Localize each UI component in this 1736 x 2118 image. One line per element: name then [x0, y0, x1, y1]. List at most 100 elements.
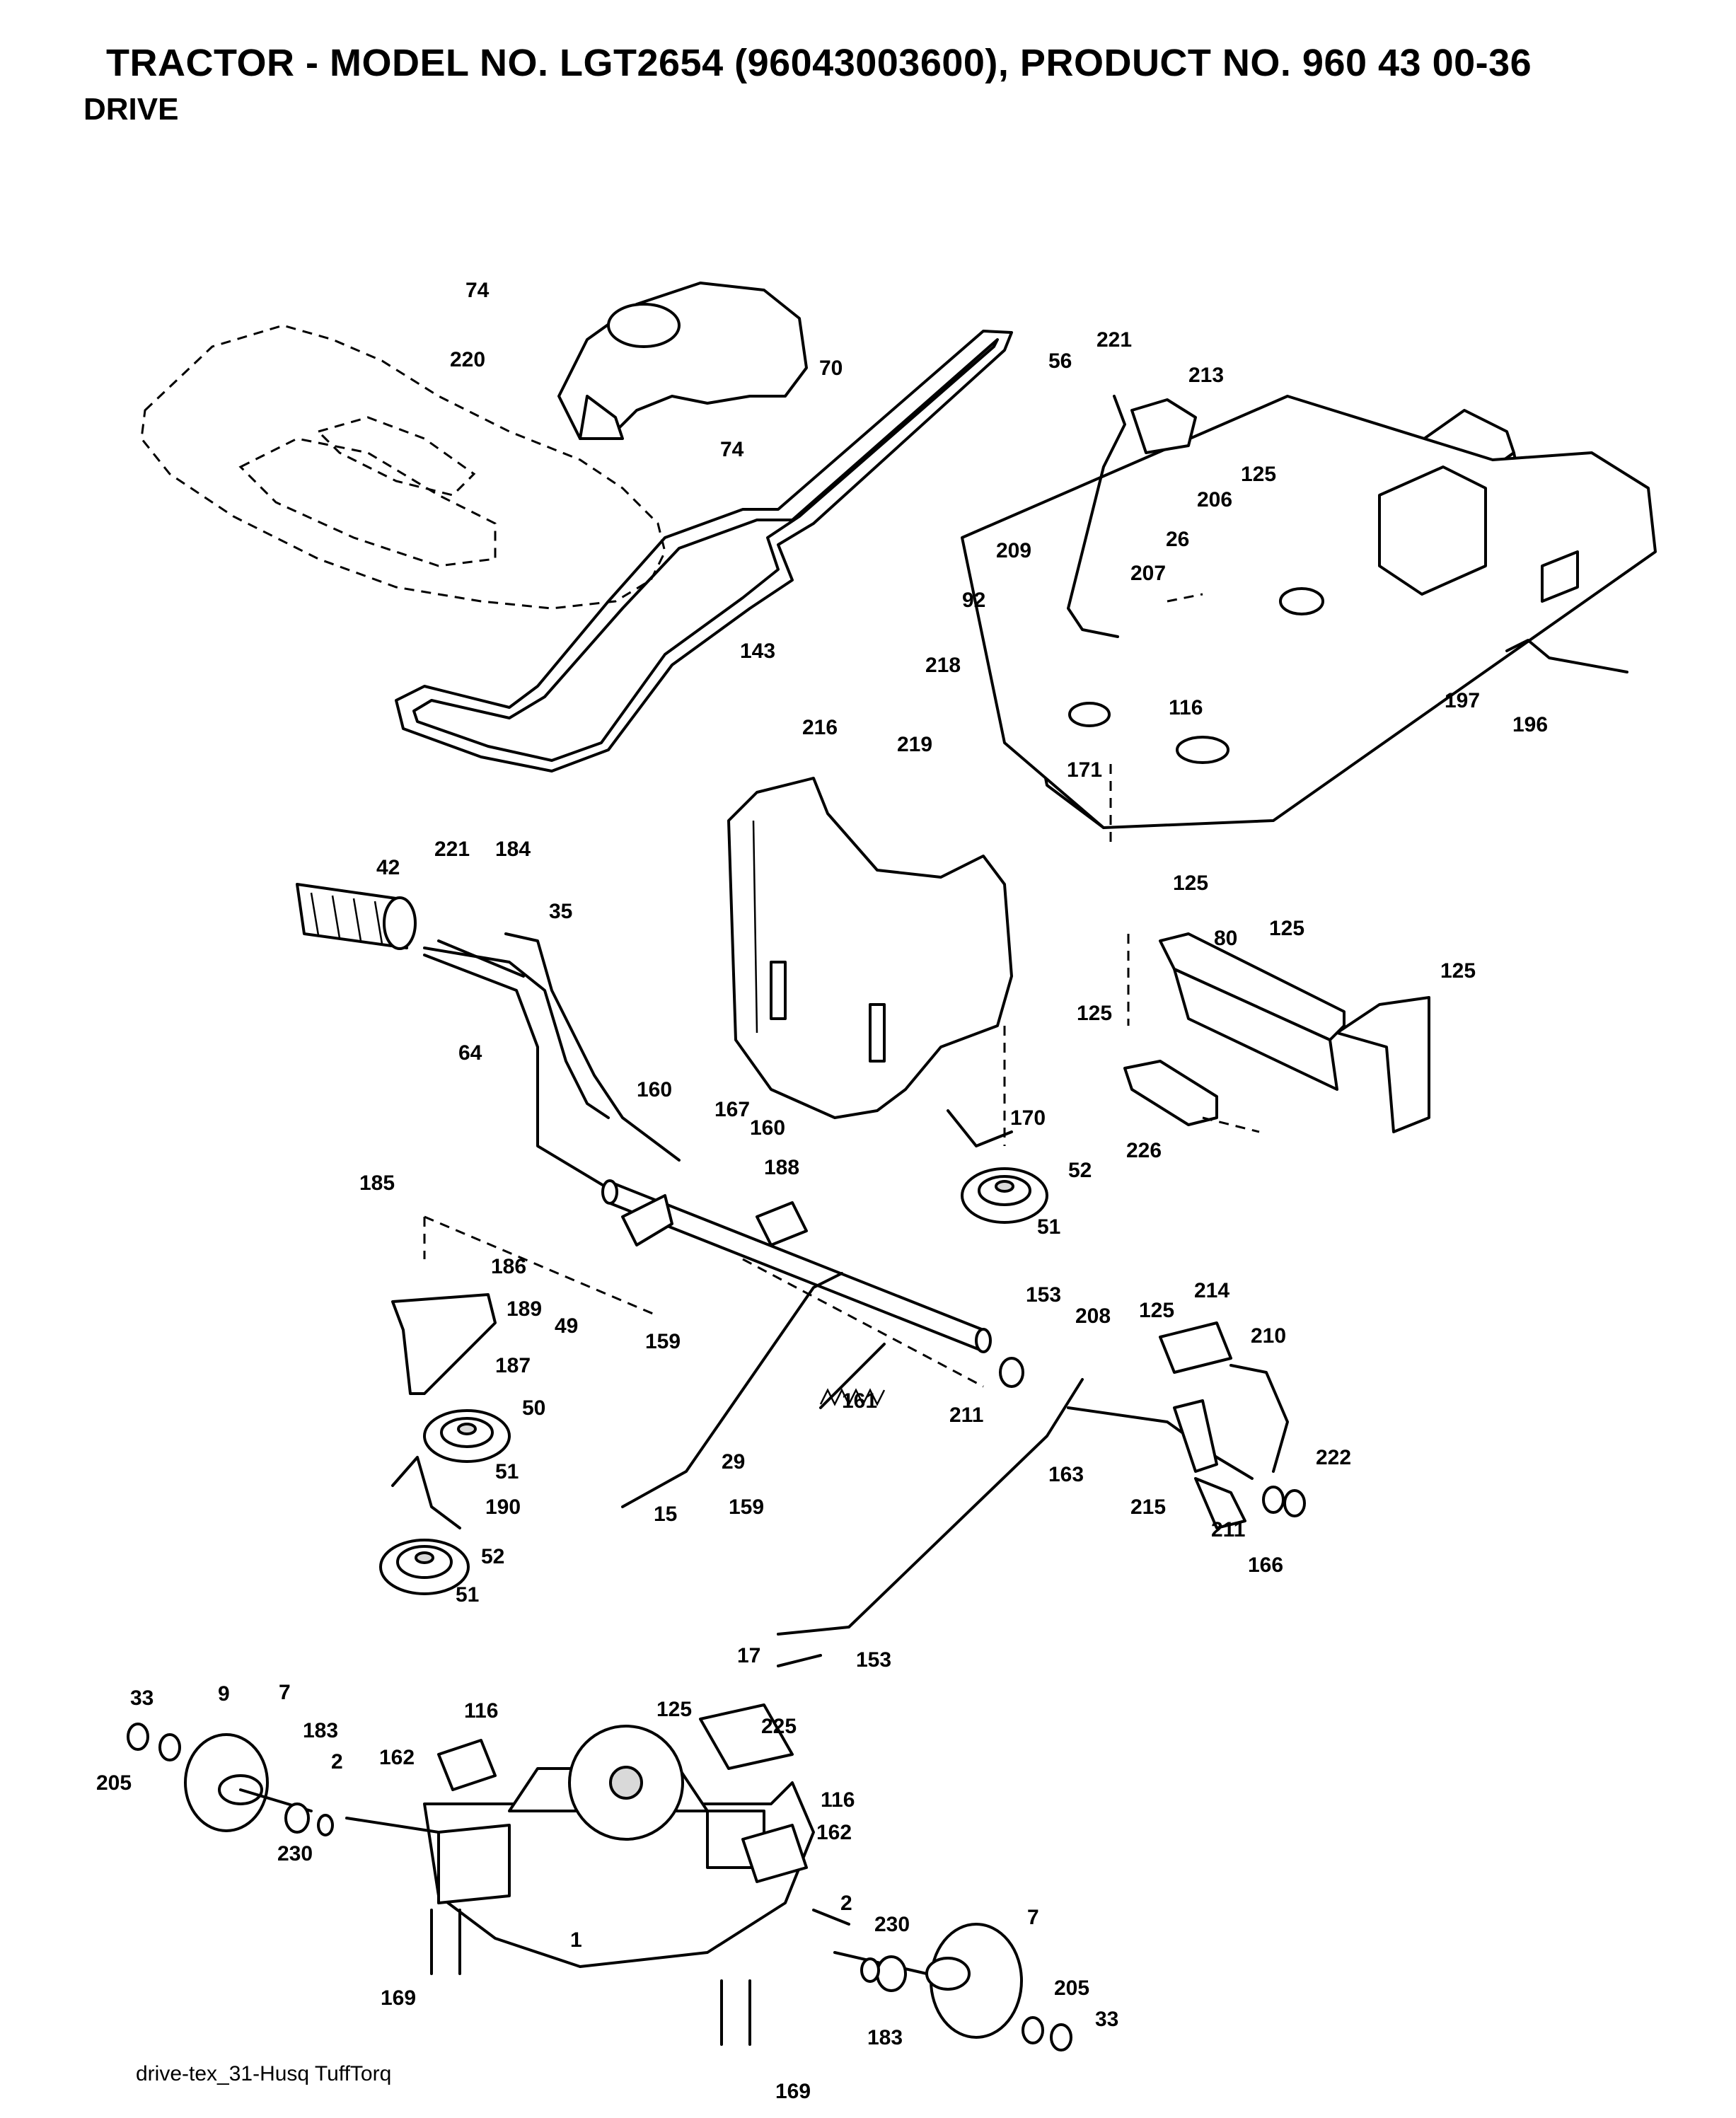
- page-title: TRACTOR - MODEL NO. LGT2654 (96043003600…: [106, 42, 1532, 84]
- callout-label: 214: [1194, 1279, 1229, 1302]
- callout-label: 125: [1139, 1299, 1174, 1322]
- callout-label: 74: [465, 279, 490, 302]
- callout-label: 125: [1440, 959, 1476, 983]
- callout-label: 125: [1173, 872, 1208, 895]
- rod-197: [1505, 639, 1628, 673]
- rod-163: [777, 1378, 1084, 1636]
- transaxle: [345, 1725, 850, 1968]
- callout-label: 163: [1048, 1463, 1084, 1486]
- callout-label: 35: [549, 900, 572, 923]
- callout-label: 220: [450, 348, 485, 371]
- bracket-226: [1123, 1060, 1218, 1126]
- bolts-169: [430, 1909, 751, 2046]
- callout-label: 125: [1077, 1002, 1112, 1025]
- callout-label: 26: [1166, 528, 1189, 551]
- callout-label: 162: [379, 1746, 415, 1769]
- callout-label: 184: [495, 838, 531, 861]
- callout-label: 2: [840, 1892, 852, 1915]
- callout-label: 153: [1026, 1283, 1061, 1307]
- callout-label: 116: [1169, 696, 1203, 719]
- dash-cover: [557, 282, 808, 440]
- knob-213: [1130, 398, 1197, 454]
- callout-label: 143: [740, 640, 775, 663]
- section-title: DRIVE: [83, 92, 179, 127]
- callout-label: 187: [495, 1354, 531, 1377]
- callout-label: 160: [750, 1116, 785, 1140]
- hub-left: [184, 1733, 334, 1836]
- callout-label: 205: [1054, 1977, 1089, 2000]
- callout-label: 211: [1211, 1518, 1245, 1541]
- spring-190: [391, 1456, 461, 1529]
- body-outline-dashed: [140, 324, 666, 610]
- callout-label: 205: [96, 1771, 132, 1795]
- callout-label: 221: [1096, 328, 1132, 352]
- callout-label: 1: [570, 1928, 582, 1952]
- cross-shaft: [601, 1179, 992, 1353]
- bracket-162-left: [437, 1739, 497, 1791]
- callout-label: 7: [1027, 1906, 1039, 1929]
- bracket-162-right: [741, 1824, 808, 1883]
- callout-label: 153: [856, 1648, 891, 1672]
- callout-label: 218: [925, 654, 961, 677]
- callout-label: 161: [842, 1389, 877, 1413]
- callout-label: 160: [637, 1078, 672, 1101]
- rod-29: [621, 1272, 843, 1508]
- callout-label: 226: [1126, 1139, 1162, 1162]
- callout-label: 183: [303, 1719, 338, 1742]
- callout-label: 159: [729, 1495, 764, 1519]
- callout-label: 162: [816, 1821, 852, 1844]
- callout-label: 171: [1067, 758, 1102, 782]
- drive-belt: [395, 330, 1013, 772]
- bracket-225: [699, 1703, 794, 1770]
- rear-bracket: [1159, 932, 1430, 1133]
- spring-161: [819, 1343, 886, 1409]
- callout-label: 42: [376, 856, 400, 879]
- callout-label: 222: [1316, 1446, 1351, 1469]
- bushing-211: [999, 1357, 1024, 1388]
- pedal-assembly: [1067, 1321, 1306, 1529]
- callout-label: 33: [130, 1686, 154, 1710]
- callout-label: 219: [897, 733, 932, 756]
- hub-right: [833, 1923, 1023, 2039]
- callout-label: 188: [764, 1156, 799, 1179]
- callout-label: 125: [656, 1698, 692, 1721]
- callout-label: 183: [867, 2026, 903, 2049]
- callout-label: 190: [485, 1495, 521, 1519]
- callout-label: 80: [1214, 927, 1237, 950]
- frame-side-plate: [727, 777, 1013, 1119]
- callout-label: 209: [996, 539, 1031, 562]
- callout-label: 2: [331, 1750, 343, 1773]
- pulley-52-lower: [379, 1539, 470, 1595]
- callout-label: 225: [761, 1715, 797, 1738]
- callout-label: 170: [1010, 1106, 1046, 1130]
- callout-label: 74: [720, 438, 744, 461]
- callout-label: 56: [1048, 349, 1072, 373]
- callout-label: 51: [1037, 1215, 1060, 1239]
- callout-label: 230: [277, 1842, 313, 1865]
- callout-label: 169: [381, 1986, 416, 2010]
- idler-bracket-189: [391, 1293, 497, 1395]
- pulley-50: [423, 1409, 511, 1463]
- callout-label: 166: [1248, 1553, 1283, 1577]
- callout-label: 230: [874, 1913, 910, 1936]
- callout-label: 64: [458, 1041, 482, 1065]
- callout-label: 29: [722, 1450, 745, 1474]
- callout-label: 185: [359, 1171, 395, 1195]
- callout-label: 215: [1130, 1495, 1166, 1519]
- callout-label: 125: [1241, 463, 1276, 486]
- drawing-reference: drive-tex_31-Husq TuffTorq: [136, 2062, 392, 2085]
- spring-170: [947, 1109, 1013, 1147]
- pulley-52-upper: [961, 1167, 1048, 1224]
- callout-label: 17: [737, 1644, 760, 1667]
- assembly-lines: [423, 593, 1260, 1388]
- callout-label: 207: [1130, 562, 1166, 585]
- callout-label: 70: [819, 357, 843, 380]
- callout-label: 51: [495, 1460, 519, 1483]
- callout-label: 49: [555, 1314, 578, 1338]
- spring-17: [777, 1654, 822, 1667]
- callout-label: 159: [645, 1330, 681, 1353]
- callout-label: 216: [802, 716, 838, 739]
- callout-label: 208: [1075, 1304, 1111, 1328]
- callout-label: 197: [1445, 689, 1480, 712]
- callout-label: 206: [1197, 488, 1232, 511]
